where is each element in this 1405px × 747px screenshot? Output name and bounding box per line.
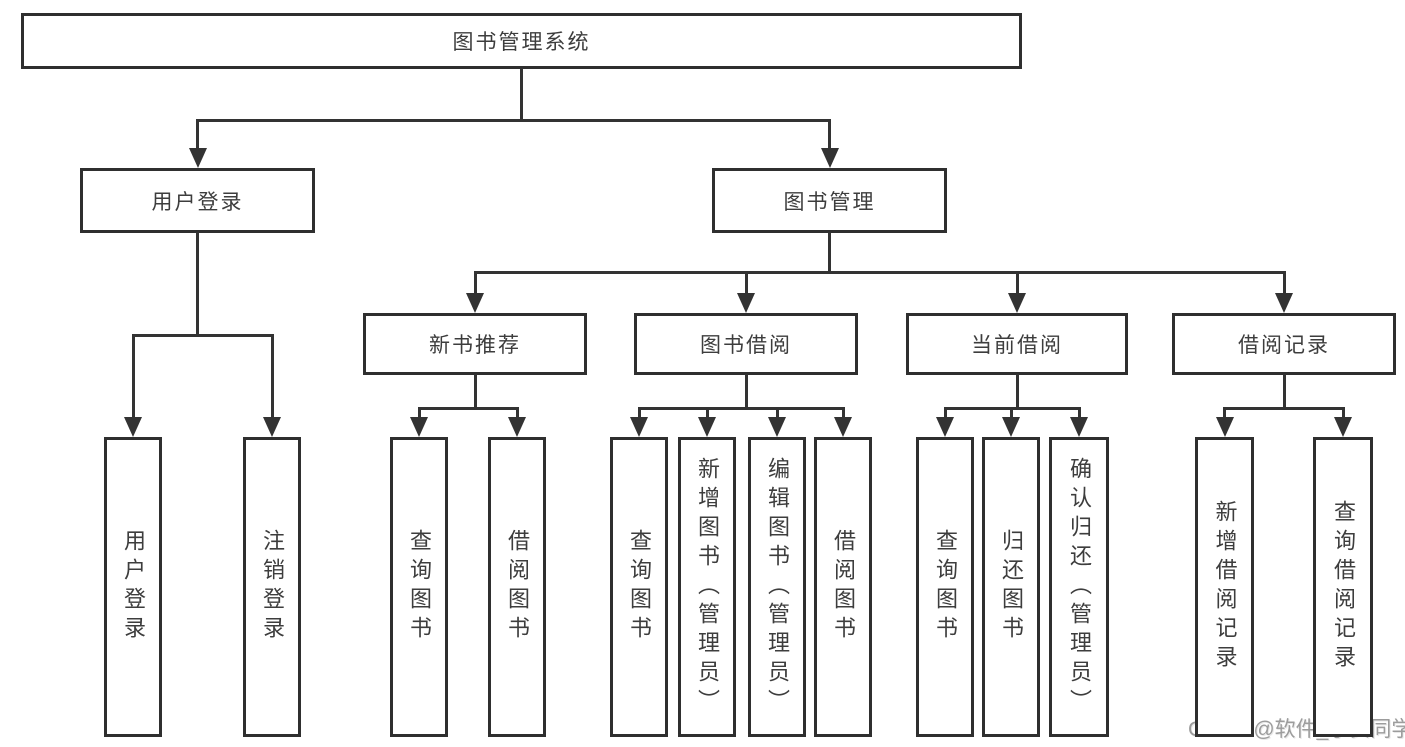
node-book-mgmt: 图书管理: [712, 168, 947, 233]
node-label-bb-edit: 编辑图书（管理员）: [765, 456, 790, 718]
node-label-bb-add: 新增图书（管理员）: [695, 456, 720, 718]
node-new-books: 新书推荐: [363, 313, 587, 375]
connector-drop: [775, 408, 779, 420]
node-nb-query: 查询图书: [390, 437, 448, 737]
arrowhead-down-icon: [1275, 293, 1293, 313]
node-bb-add: 新增图书（管理员）: [678, 437, 736, 737]
connector-drop: [637, 408, 641, 420]
node-label-cb-return: 归还图书: [999, 529, 1024, 645]
node-label-logout: 注销登录: [260, 529, 285, 645]
arrowhead-down-icon: [410, 417, 428, 437]
arrowhead-down-icon: [834, 417, 852, 437]
connector-drop: [270, 335, 274, 420]
arrowhead-down-icon: [124, 417, 142, 437]
node-label-cb-confirm: 确认归还（管理员）: [1067, 456, 1092, 718]
node-label-bb-query: 查询图书: [627, 529, 652, 645]
connector-drop: [1015, 272, 1019, 296]
connector-drop: [417, 408, 421, 420]
node-br-add: 新增借阅记录: [1195, 437, 1254, 737]
connector-drop: [828, 120, 831, 151]
connector-bar: [417, 406, 519, 410]
node-label-cb-query: 查询图书: [933, 529, 958, 645]
node-label-nb-query: 查询图书: [407, 529, 432, 645]
node-current-borrow: 当前借阅: [906, 313, 1128, 375]
node-label-bb-borrow: 借阅图书: [831, 529, 856, 645]
arrowhead-down-icon: [1215, 417, 1234, 437]
connector-drop: [841, 408, 845, 420]
connector-stem: [473, 374, 477, 410]
connector-drop: [705, 408, 709, 420]
node-label-user-login: 用户登录: [151, 190, 244, 214]
connector-drop: [943, 408, 947, 420]
node-login: 用户登录: [104, 437, 162, 737]
node-bb-borrow: 借阅图书: [814, 437, 872, 737]
arrowhead-down-icon: [508, 417, 526, 437]
connector-stem: [520, 68, 523, 122]
arrowhead-down-icon: [737, 293, 755, 313]
node-label-nb-borrow: 借阅图书: [505, 529, 530, 645]
node-label-br-query: 查询借阅记录: [1331, 500, 1356, 674]
connector-stem: [1015, 374, 1019, 410]
node-cb-query: 查询图书: [916, 437, 974, 737]
arrowhead-down-icon: [188, 148, 207, 168]
connector-drop: [1009, 408, 1013, 420]
node-logout: 注销登录: [243, 437, 301, 737]
arrowhead-down-icon: [630, 417, 648, 437]
node-nb-borrow: 借阅图书: [488, 437, 546, 737]
connector-bar: [637, 406, 845, 410]
connector-bar: [1223, 406, 1345, 410]
arrowhead-down-icon: [820, 148, 839, 168]
connector-stem: [196, 232, 199, 337]
arrowhead-down-icon: [1070, 417, 1088, 437]
connector-bar: [196, 118, 831, 122]
arrowhead-down-icon: [698, 417, 716, 437]
connector-drop: [744, 272, 748, 296]
node-label-login: 用户登录: [121, 529, 146, 645]
arrowhead-down-icon: [936, 417, 954, 437]
node-cb-confirm: 确认归还（管理员）: [1049, 437, 1109, 737]
arrowhead-down-icon: [1002, 417, 1020, 437]
connector-drop: [1282, 272, 1286, 296]
connector-stem: [828, 232, 831, 274]
connector-drop: [196, 120, 199, 151]
connector-bar: [131, 333, 274, 337]
arrowhead-down-icon: [768, 417, 786, 437]
connector-drop: [515, 408, 519, 420]
node-label-book-mgmt: 图书管理: [783, 190, 876, 214]
node-label-root: 图书管理系统: [452, 31, 591, 54]
node-bb-edit: 编辑图书（管理员）: [748, 437, 806, 737]
connector-bar: [473, 270, 1286, 274]
node-br-query: 查询借阅记录: [1313, 437, 1373, 737]
node-label-new-books: 新书推荐: [429, 334, 521, 357]
connector-drop: [1223, 408, 1226, 420]
arrowhead-down-icon: [466, 293, 484, 313]
node-label-current-borrow: 当前借阅: [971, 334, 1063, 357]
connector-stem: [744, 374, 748, 410]
node-borrow-records: 借阅记录: [1172, 313, 1396, 375]
node-book-borrow: 图书借阅: [634, 313, 858, 375]
node-bb-query: 查询图书: [610, 437, 668, 737]
node-label-br-add: 新增借阅记录: [1212, 500, 1238, 674]
node-label-book-borrow: 图书借阅: [700, 334, 792, 357]
node-cb-return: 归还图书: [982, 437, 1040, 737]
node-user-login: 用户登录: [80, 168, 315, 233]
connector-drop: [1077, 408, 1081, 420]
arrowhead-down-icon: [1008, 293, 1026, 313]
connector-drop: [131, 335, 135, 420]
connector-drop: [473, 272, 477, 296]
connector-stem: [1282, 374, 1286, 410]
node-root: 图书管理系统: [21, 13, 1022, 69]
node-label-borrow-records: 借阅记录: [1238, 334, 1330, 357]
connector-drop: [1341, 408, 1345, 420]
arrowhead-down-icon: [263, 417, 281, 437]
arrowhead-down-icon: [1334, 417, 1352, 437]
